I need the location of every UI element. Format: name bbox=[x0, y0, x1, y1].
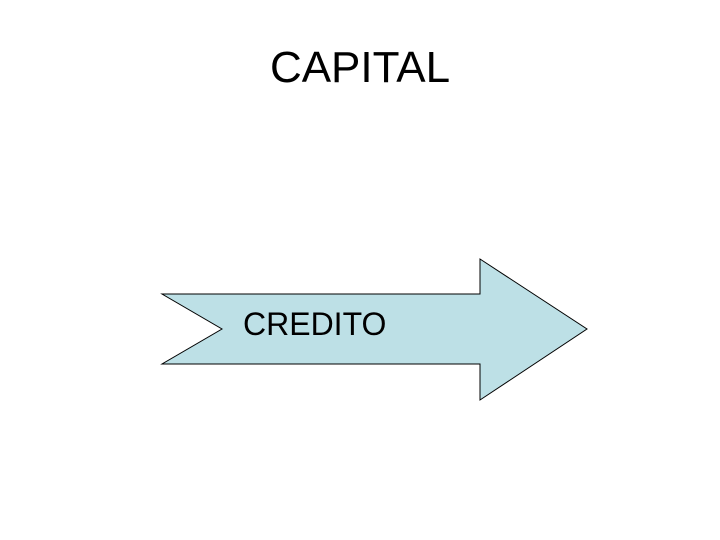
notched-right-arrow-shape bbox=[160, 258, 588, 401]
arrow-label: CREDITO bbox=[243, 306, 387, 342]
slide-title: CAPITAL bbox=[269, 43, 451, 92]
